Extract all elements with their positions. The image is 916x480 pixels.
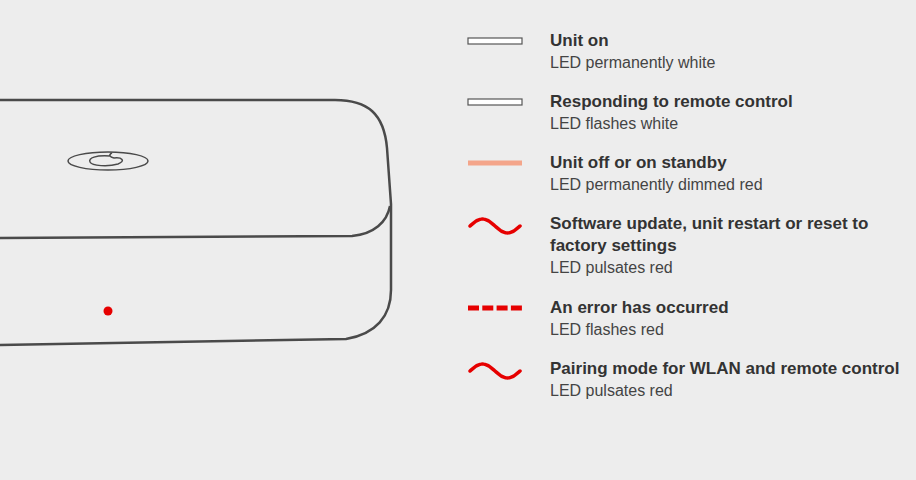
led-description: LED pulsates red	[550, 380, 902, 402]
flashing-sample	[468, 306, 522, 311]
legend-entry: Pairing mode for WLAN and remote control…	[550, 358, 902, 402]
box-outline	[0, 100, 391, 345]
logo-mark	[90, 153, 123, 166]
legend-title: Responding to remote control	[550, 91, 902, 113]
logo-ring	[68, 152, 148, 170]
box-top-edge	[0, 206, 390, 238]
white-bar-sample	[468, 99, 522, 105]
led-dot	[104, 307, 113, 316]
legend-entry: An error has occurredLED flashes red	[550, 297, 902, 341]
legend-title: Unit off or on standby	[550, 152, 902, 174]
legend-entry: Software update, unit restart or reset t…	[550, 213, 902, 279]
white-bar-sample	[468, 38, 522, 44]
legend-entry: Unit off or on standbyLED permanently di…	[550, 152, 902, 196]
led-description: LED permanently white	[550, 52, 902, 74]
legend-title: Unit on	[550, 30, 902, 52]
legend-title: Software update, unit restart or reset t…	[550, 213, 902, 257]
legend-entry: Unit onLED permanently white	[550, 30, 902, 74]
led-description: LED flashes red	[550, 319, 902, 341]
legend-title: An error has occurred	[550, 297, 902, 319]
led-description: LED permanently dimmed red	[550, 174, 902, 196]
pulsing-sample	[470, 364, 520, 378]
legend-samples	[468, 38, 522, 378]
pulsing-sample	[470, 219, 520, 233]
led-description: LED pulsates red	[550, 257, 902, 279]
legend-entry: Responding to remote controlLED flashes …	[550, 91, 902, 135]
legend-title: Pairing mode for WLAN and remote control	[550, 358, 902, 380]
color-swatch	[468, 161, 522, 166]
led-description: LED flashes white	[550, 113, 902, 135]
